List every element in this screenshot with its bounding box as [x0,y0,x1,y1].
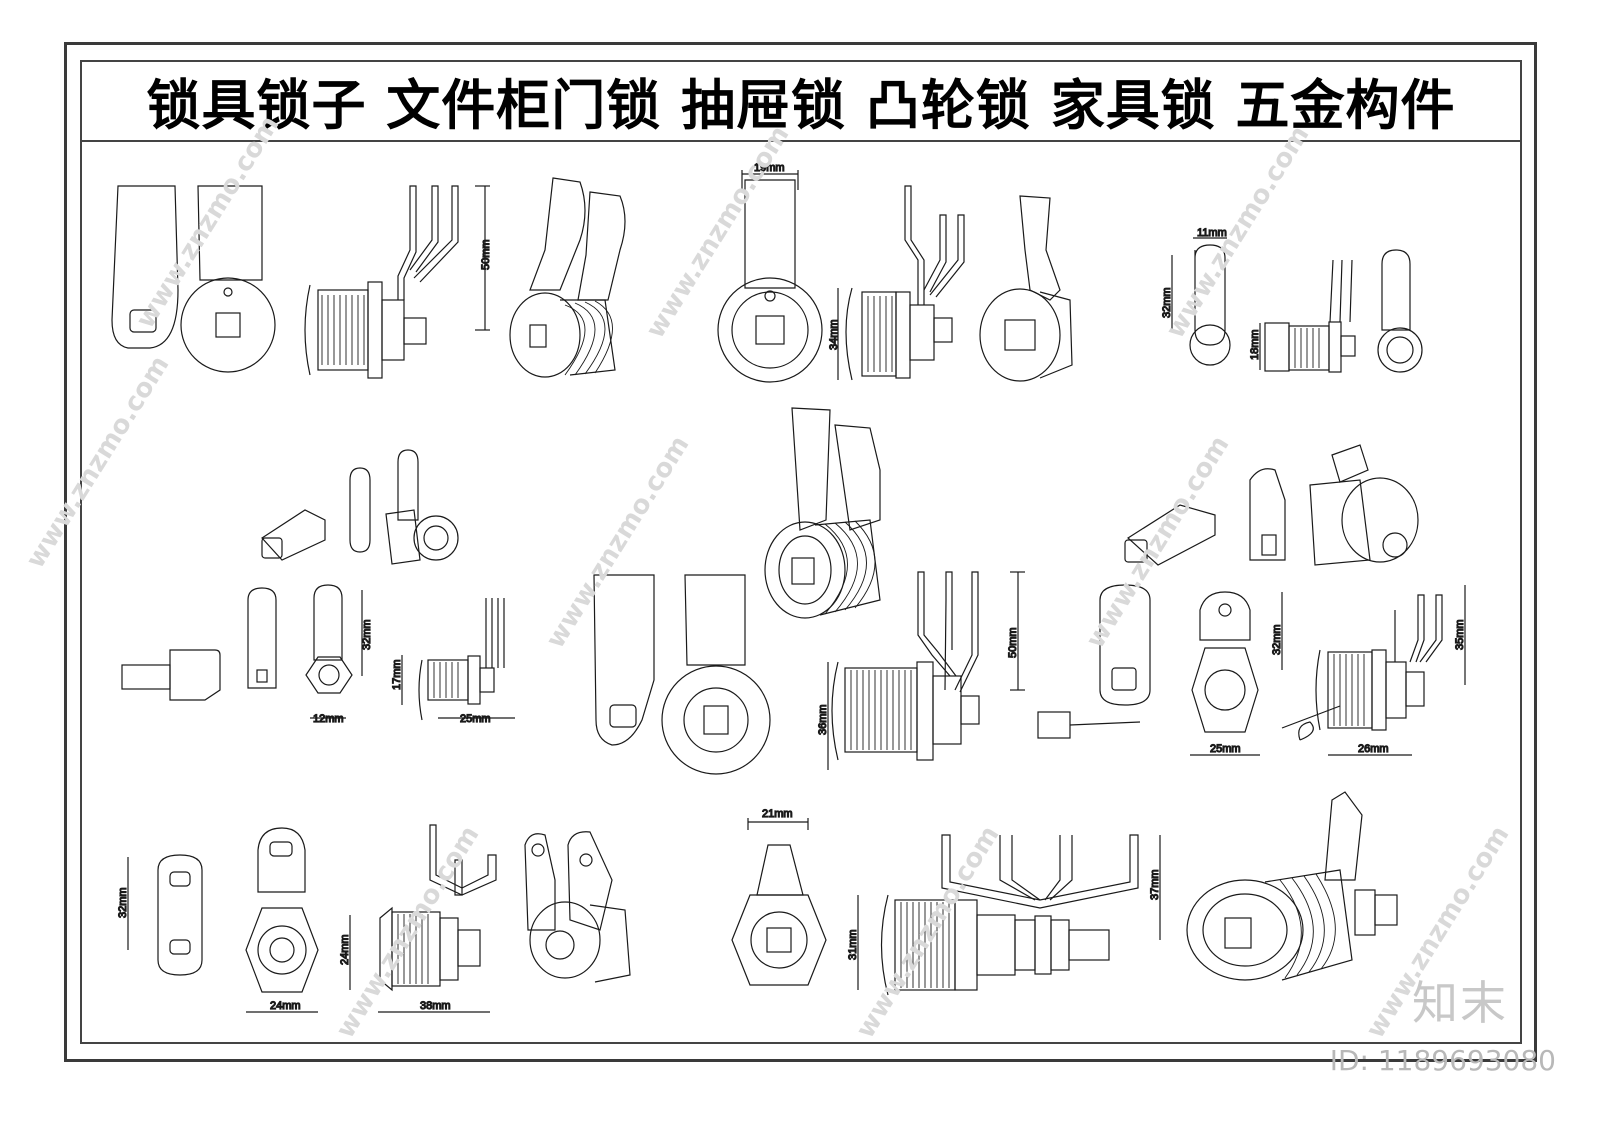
dim-label: 50mm [1007,627,1019,658]
dim-label: 25mm [1210,743,1241,755]
dim-label: 37mm [1149,869,1161,900]
sheet-title: 锁具锁子 文件柜门锁 抽屉锁 凸轮锁 家具锁 五金构件 [146,73,1456,137]
dim-label: 17mm [391,659,403,690]
watermark: www.znzmo.com [1080,431,1235,654]
large-cam-lock-isometric-drawing [764,407,881,619]
cam-lock-36mm-side-drawing [827,571,1025,770]
watermark: www.znzmo.com [850,821,1005,1044]
watermark-layer: www.znzmo.com www.znzmo.com www.znzmo.co… [20,111,1515,1044]
image-id-label: ID: 1189693080 [1329,1044,1556,1077]
brand-watermark: 知末 [1412,976,1508,1030]
dim-label: 32mm [1161,287,1173,318]
dim-label: 38mm [420,1000,451,1012]
dim-label: 32mm [117,887,129,918]
small-cam-lock-drawing [1171,237,1423,373]
cam-lock-24-38mm-drawing [127,824,631,1013]
flat-cam-plate-and-round-lock-drawing [593,574,771,775]
dim-label: 26mm [1358,743,1389,755]
dim-label: 25mm [460,713,491,725]
drawing-frame [80,60,1522,1044]
dim-label: 11mm [1197,227,1227,239]
cam-lock-isometric-drawing [509,177,626,378]
key-12mm-drawing [121,584,515,721]
key-and-cam-right-drawing [1124,444,1419,566]
watermark: www.znzmo.com [20,351,175,574]
cam-lock-25-26mm-drawing [1190,585,1466,756]
watermark: www.znzmo.com [640,121,795,344]
key-and-cam-small-drawing [261,449,459,565]
dim-label: 24mm [339,934,351,965]
dim-label: 35mm [1454,619,1466,650]
dim-label: 32mm [361,619,373,650]
dim-label: 24mm [270,1000,301,1012]
cam-lock-plate-drawing [111,185,276,373]
tongue-and-key-drawing [1037,584,1151,739]
dim-label: 34mm [828,319,840,350]
cam-lock-isometric-2-drawing [979,195,1073,382]
threaded-cam-lock-21-31-37mm-drawing [731,818,1161,996]
title-bar: 锁具锁子 文件柜门锁 抽屉锁 凸轮锁 家具锁 五金构件 [80,60,1522,142]
watermark: www.znzmo.com [1160,121,1315,344]
dim-label: 19mm [754,162,785,174]
cam-lock-side-view-drawing [304,185,490,379]
dim-label: 18mm [1249,329,1261,360]
threaded-cam-lock-isometric-drawing [1186,791,1398,981]
dim-label: 32mm [1271,624,1283,655]
cam-lock-19mm-drawing [717,170,965,383]
dim-label: 50mm [480,239,492,270]
dim-label: 21mm [762,808,793,820]
watermark: www.znzmo.com [330,821,485,1044]
dim-label: 36mm [817,704,829,735]
drawing-sheet [64,42,1537,1062]
dim-label: 31mm [847,929,859,960]
dim-label: 12mm [313,713,344,725]
watermark: www.znzmo.com [540,431,695,654]
